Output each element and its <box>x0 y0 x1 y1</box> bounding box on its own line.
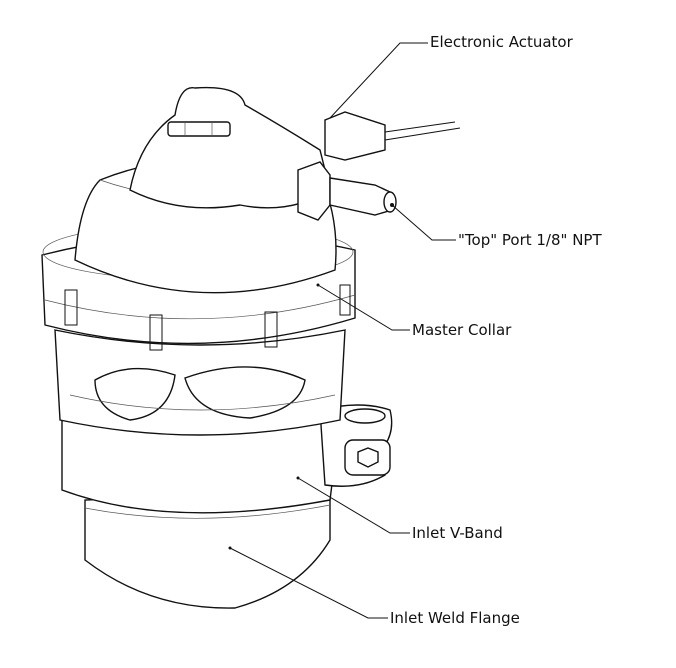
label-electronic-actuator: Electronic Actuator <box>430 33 573 51</box>
top-port-fitting <box>297 161 331 221</box>
label-inlet-weld-flange: Inlet Weld Flange <box>390 609 520 627</box>
actuator-housing <box>129 86 331 209</box>
label-inlet-vband: Inlet V-Band <box>412 524 503 542</box>
actuator-connector <box>324 111 386 161</box>
label-top-port: "Top" Port 1/8" NPT <box>458 231 602 249</box>
label-master-collar: Master Collar <box>412 321 512 339</box>
leader-lines <box>229 42 456 619</box>
inlet-weld-flange <box>84 489 331 609</box>
inlet-vband-body <box>61 419 341 514</box>
